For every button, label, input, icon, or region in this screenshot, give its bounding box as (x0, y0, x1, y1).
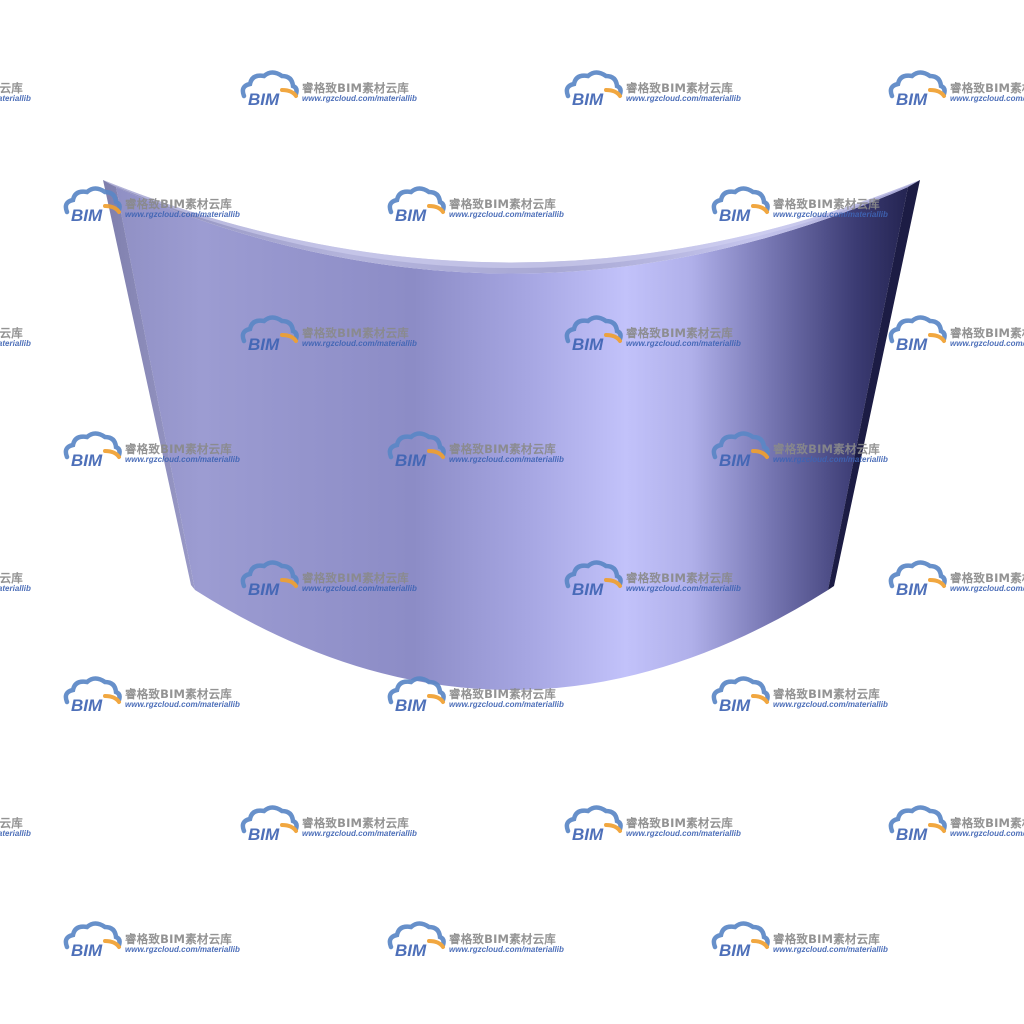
panel-left-edge (103, 180, 195, 590)
panel-top-face (103, 180, 920, 274)
panel-top-face-band (103, 180, 920, 268)
panel-right-edge (828, 180, 920, 590)
panel-front-face (116, 187, 908, 690)
